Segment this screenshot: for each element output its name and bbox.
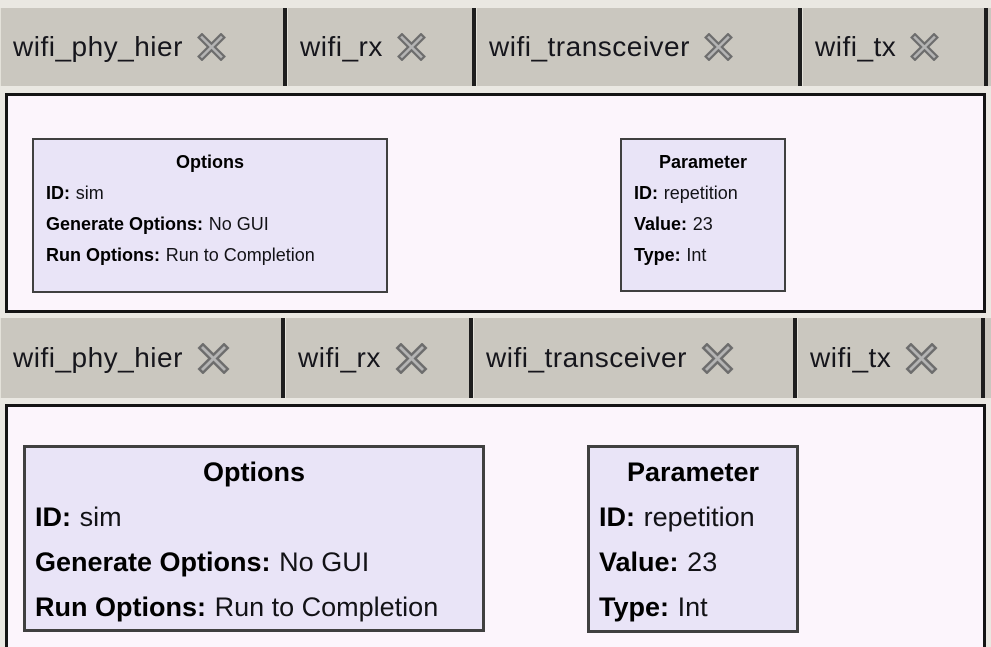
field-label: Generate Options: (46, 214, 204, 234)
block-field: Type:Int (599, 585, 787, 630)
block-title: Parameter (626, 457, 760, 487)
close-icon[interactable] (196, 342, 231, 374)
field-label: ID: (35, 502, 71, 532)
block-field: ID:sim (46, 178, 374, 209)
tab-wifi-phy-hier[interactable]: wifi_phy_hier (0, 318, 285, 398)
field-label: Run Options: (46, 245, 160, 265)
tab-label: wifi_transceiver (489, 31, 690, 62)
tab-wifi-rx[interactable]: wifi_rx (287, 8, 476, 86)
field-value: sim (75, 183, 104, 203)
tab-wifi-transceiver[interactable]: wifi_transceiver (473, 318, 797, 398)
field-value: Run to Completion (214, 592, 439, 622)
field-label: ID: (634, 183, 658, 203)
tab-wifi-rx[interactable]: wifi_rx (285, 318, 473, 398)
field-value: Int (677, 592, 708, 622)
block-field: Run Options: Run to Completion (35, 585, 473, 630)
close-icon[interactable] (703, 33, 734, 61)
tab-label: wifi_rx (298, 342, 381, 373)
tab-wifi-tx[interactable]: wifi_tx (797, 318, 985, 398)
close-icon[interactable] (904, 342, 939, 374)
field-value: 23 (692, 214, 713, 234)
field-value: No GUI (208, 214, 269, 234)
block-title: Parameter (658, 152, 748, 172)
tab-label: wifi_tx (815, 31, 897, 62)
block-field: Type:Int (634, 240, 772, 271)
field-label: Value: (634, 214, 688, 234)
tab-label: wifi_transceiver (486, 342, 687, 373)
field-value: 23 (687, 547, 718, 577)
field-label: ID: (46, 183, 70, 203)
grc-editor-screen: wifi_phy_hier wifi_rx wifi_transceiver w… (0, 8, 991, 647)
parameter-block[interactable]: Parameter ID:repetition Value:23 Type:In… (620, 138, 786, 292)
tabbar-top: wifi_phy_hier wifi_rx wifi_transceiver w… (0, 8, 991, 86)
field-value: Int (686, 245, 707, 265)
close-icon[interactable] (396, 33, 427, 61)
options-block[interactable]: Options ID: sim Generate Options: No GUI R… (23, 445, 485, 632)
tab-wifi-phy-hier[interactable]: wifi_phy_hier (0, 8, 287, 86)
tabbar-bottom: wifi_phy_hier wifi_rx wifi_transceiver w… (0, 318, 991, 398)
block-field: Run Options:Run to Completion (46, 240, 374, 271)
tab-label: wifi_rx (300, 31, 383, 62)
options-block[interactable]: Options ID:sim Generate Options:No GUI R… (32, 138, 388, 293)
field-value: No GUI (279, 547, 370, 577)
tab-wifi-transceiver[interactable]: wifi_transceiver (476, 8, 802, 86)
block-field: ID:repetition (634, 178, 772, 209)
tab-wifi-tx[interactable]: wifi_tx (802, 8, 988, 86)
field-value: repetition (663, 183, 738, 203)
field-value: repetition (643, 502, 755, 532)
block-field: Generate Options: No GUI (35, 540, 473, 585)
field-value: Run to Completion (165, 245, 315, 265)
block-field: Generate Options:No GUI (46, 209, 374, 240)
block-title: Options (176, 152, 244, 172)
block-field: ID: sim (35, 495, 473, 540)
close-icon[interactable] (909, 33, 940, 61)
field-label: ID: (599, 502, 635, 532)
tab-label: wifi_phy_hier (13, 342, 183, 373)
field-label: Type: (599, 592, 670, 622)
block-title: Options (203, 457, 305, 487)
block-field: Value:23 (634, 209, 772, 240)
field-label: Type: (634, 245, 681, 265)
close-icon[interactable] (196, 33, 227, 61)
field-label: Run Options: (35, 592, 206, 622)
parameter-block[interactable]: Parameter ID: repetition Value: 23 Type:In… (587, 445, 799, 633)
field-label: Generate Options: (35, 547, 271, 577)
tab-label: wifi_tx (810, 342, 892, 373)
block-field: Value: 23 (599, 540, 787, 585)
block-field: ID: repetition (599, 495, 787, 540)
field-value: sim (79, 502, 122, 532)
flowgraph-canvas-bottom[interactable]: Options ID: sim Generate Options: No GUI R… (5, 404, 986, 647)
tabbar-filler (985, 318, 991, 398)
close-icon[interactable] (700, 342, 735, 374)
tab-label: wifi_phy_hier (13, 31, 183, 62)
tabbar-filler (988, 8, 991, 86)
field-label: Value: (599, 547, 679, 577)
flowgraph-canvas-top[interactable]: Options ID:sim Generate Options:No GUI R… (5, 93, 986, 313)
close-icon[interactable] (394, 342, 429, 374)
